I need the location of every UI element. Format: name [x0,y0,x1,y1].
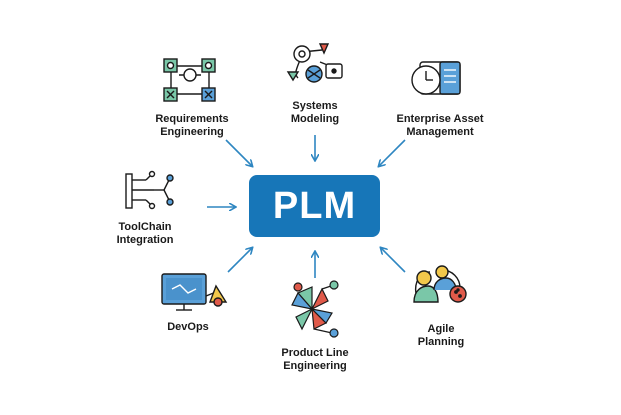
systems-model-icon [286,43,343,83]
plm-hub: PLM [249,175,380,237]
devops-monitor-icon [161,273,228,311]
label-agile-planning: Agile Planning [417,323,465,348]
agile-people-icon [413,265,467,303]
arrows [207,135,406,278]
plm-label: PLM [272,184,357,227]
label-devops: DevOps [167,321,209,333]
toolchain-circuit-icon [125,170,174,210]
arrow-devops [227,248,252,273]
asset-clock-icon [411,61,461,95]
product-line-pinwheel-icon [291,280,339,338]
arrow-agile [381,248,406,273]
label-enterprise-asset-management: Enterprise Asset Management [396,113,484,138]
label-requirements-engineering: Requirements Engineering [155,113,229,138]
arrow-requirements [225,139,252,166]
label-systems-modeling: Systems Modeling [290,100,340,125]
label-product-line-engineering: Product Line Engineering [281,347,349,372]
label-toolchain-integration: ToolChain Integration [116,221,174,246]
requirements-grid-icon [163,58,216,102]
arrow-enterprise [379,139,406,166]
